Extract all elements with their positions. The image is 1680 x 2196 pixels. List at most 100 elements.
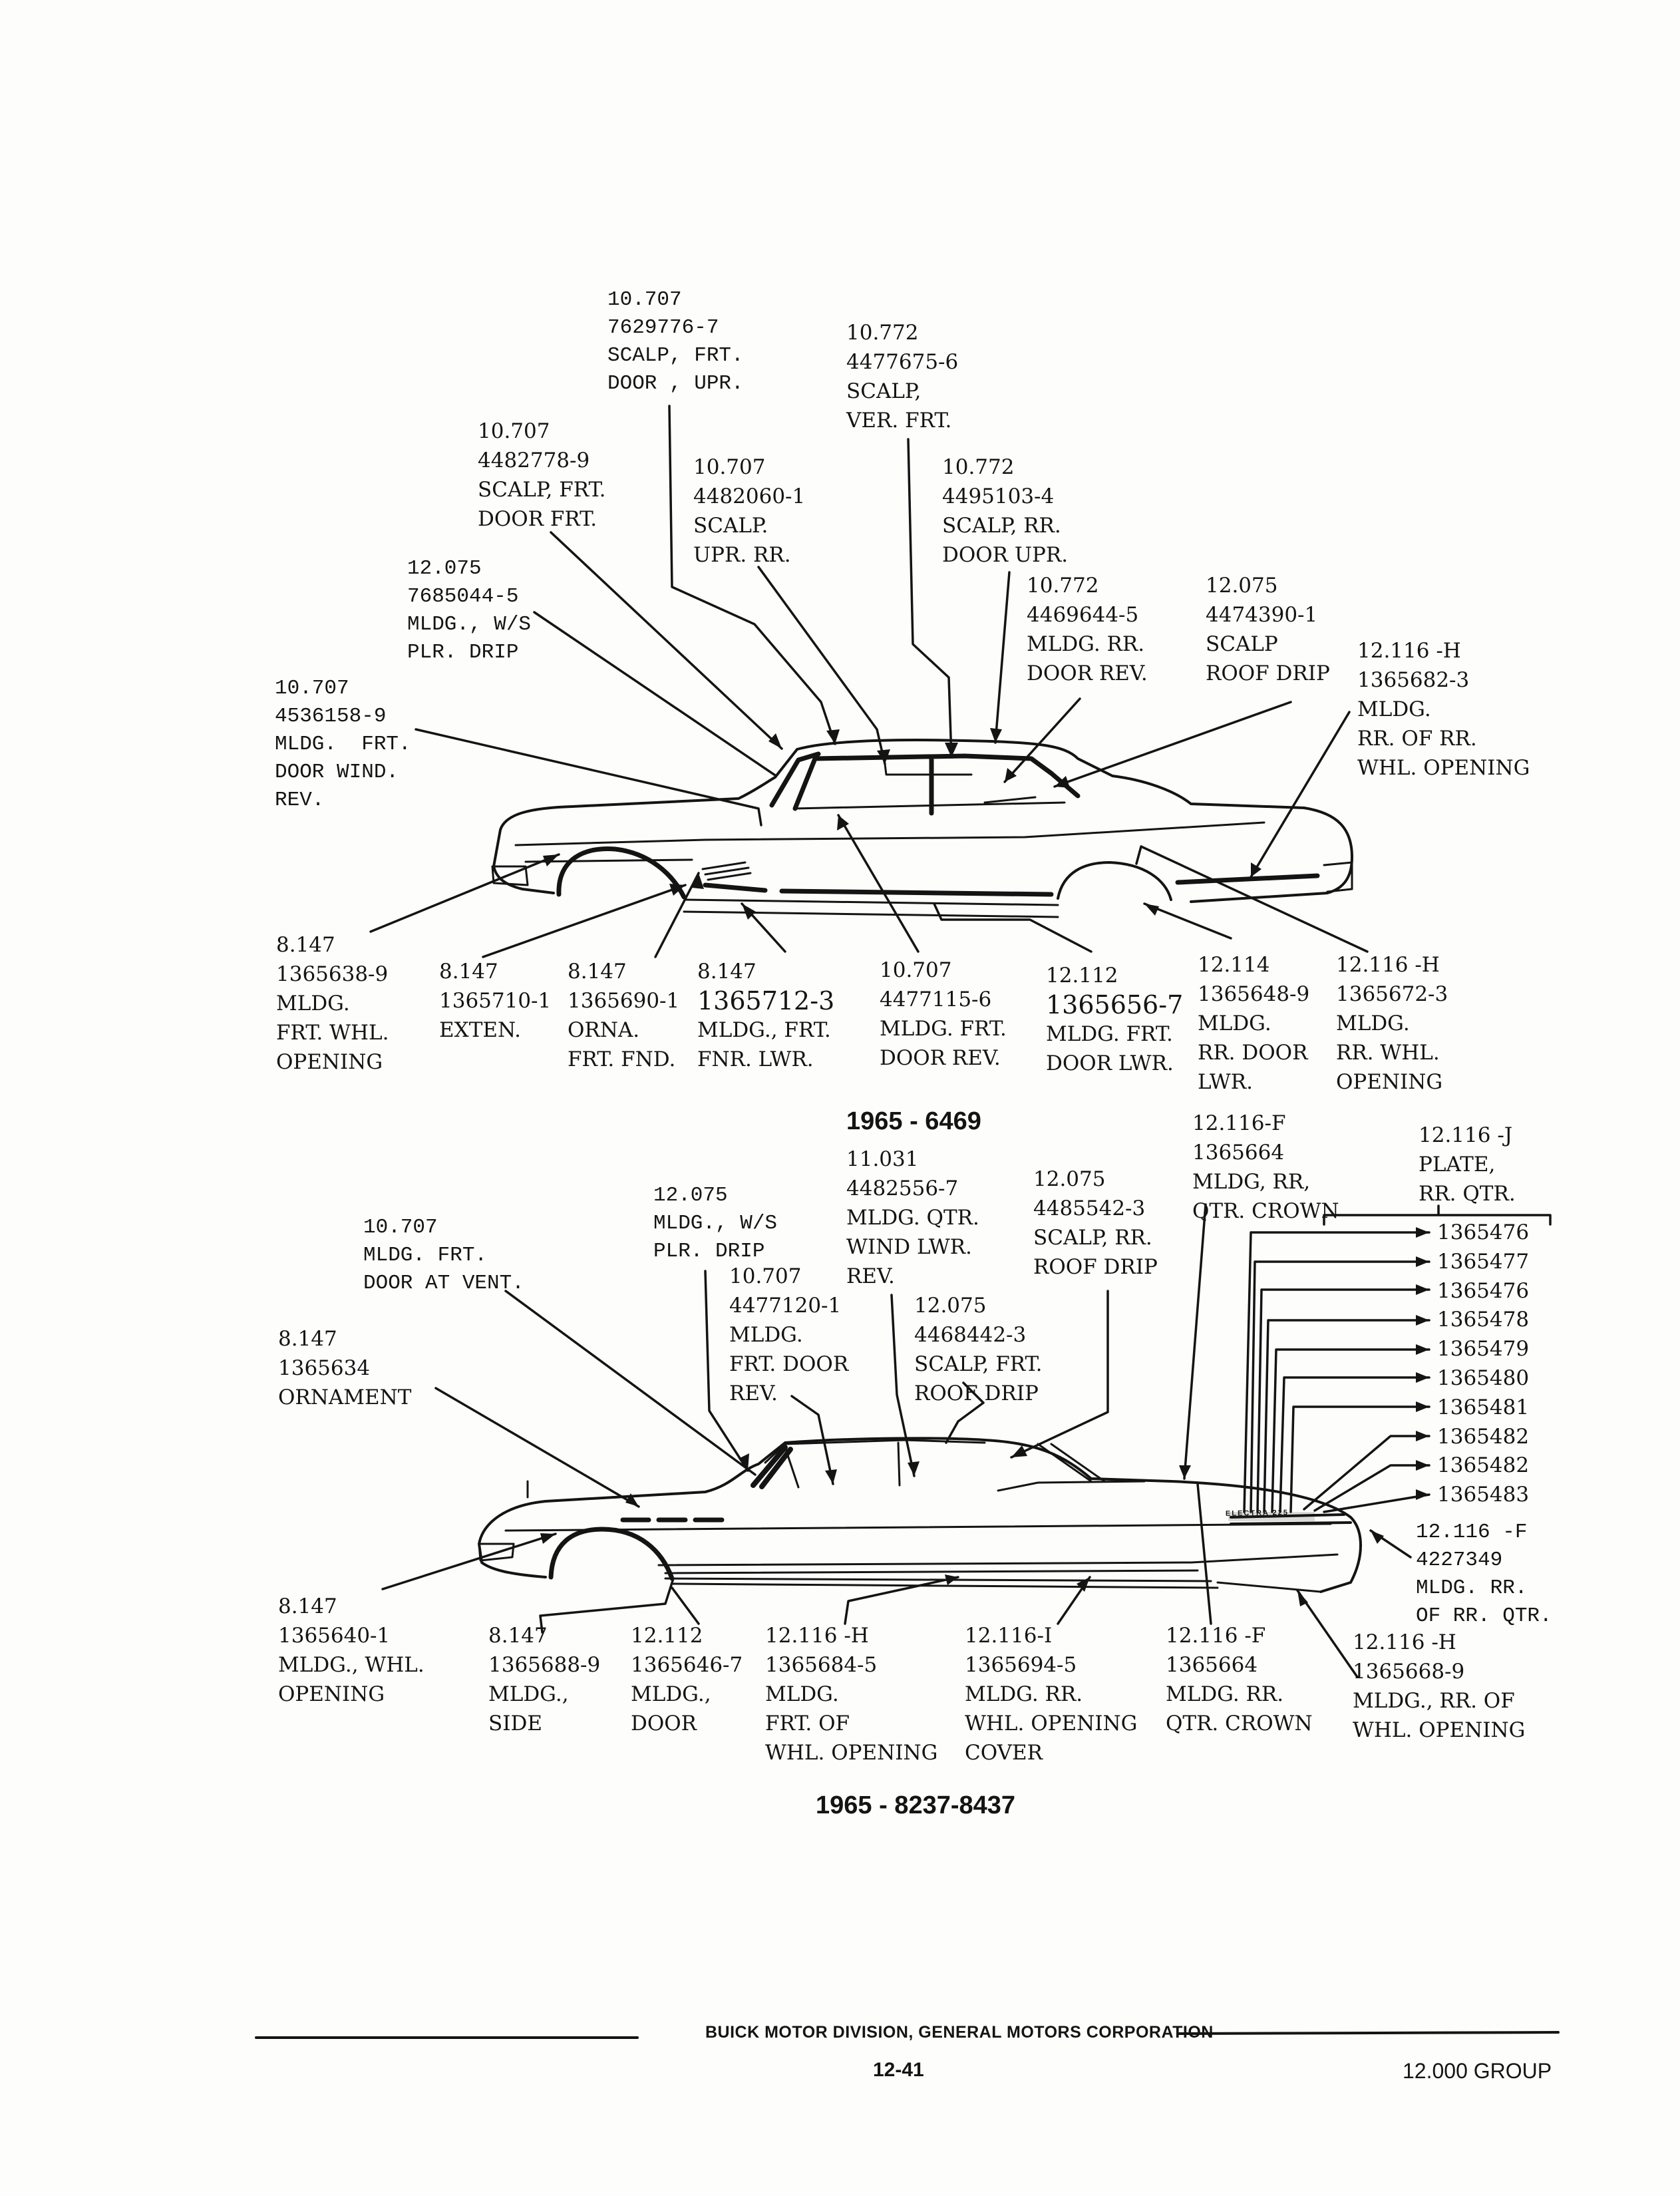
upper-rear-wheel-arch: [1057, 861, 1172, 901]
callout-line: 1365688-9: [488, 1653, 601, 1677]
callout-line: 8.147: [488, 1624, 548, 1648]
callout-line: 1365648-9: [1198, 982, 1310, 1006]
lower-arrow-heads: [540, 1227, 1429, 1606]
callout-line: 12.116 -H: [1353, 1630, 1456, 1654]
callout-line: MLDG. RR.: [1166, 1682, 1284, 1706]
callout-line: MLDG. FRT.: [1046, 1022, 1173, 1046]
callout-line: FRT. DOOR: [729, 1352, 849, 1376]
lower-car-drawing: [478, 1437, 1362, 1593]
callout-line: MLDG., W/S: [653, 1212, 778, 1235]
callout-line: 4482556-7: [846, 1177, 959, 1200]
callout-line: DOOR UPR.: [942, 543, 1069, 567]
callout-line: SCALP, RR.: [942, 514, 1061, 538]
callout-line: 12.075: [407, 557, 482, 580]
callout-line: REV.: [729, 1381, 778, 1405]
upper-rocker: [683, 898, 1059, 918]
callout-line: 12.075: [1033, 1167, 1106, 1191]
callout-line: WHL. OPENING: [1353, 1718, 1526, 1742]
callout-line: 4485542-3: [1033, 1196, 1146, 1220]
callout-line: MLDG., FRT.: [697, 1018, 831, 1042]
page-number: 12-41: [873, 2059, 924, 2081]
callout-line: 8.147: [276, 933, 335, 957]
callout-line: UPR. RR.: [693, 543, 791, 567]
callout-line: MLDG., RR. OF: [1353, 1689, 1515, 1713]
callout-line: 10.772: [1027, 574, 1099, 598]
callout-line: QTR. CROWN: [1192, 1199, 1339, 1223]
callout-line: 12.116 -J: [1419, 1123, 1513, 1147]
callout-line: PLR. DRIP: [653, 1240, 765, 1263]
upper-body-crease: [514, 821, 1265, 863]
callout-line: 1365646-7: [631, 1653, 743, 1677]
plate-part-number: 1365483: [1437, 1483, 1530, 1507]
callout-line: 7685044-5: [407, 585, 519, 608]
callout-line: 10.772: [846, 321, 919, 345]
callout-line: 10.707: [880, 958, 952, 982]
callout-line: MLDG.: [729, 1323, 803, 1347]
callout-line: WHL. OPENING: [1357, 756, 1530, 780]
callout-line: MLDG. RR.: [1416, 1576, 1528, 1600]
callout-line: 4495103-4: [942, 484, 1055, 508]
callout-line: FRT. OF: [765, 1712, 850, 1736]
callout-line: REV.: [275, 789, 325, 812]
callout-line: 10.707: [478, 419, 550, 443]
callout-line: 1365684-5: [765, 1653, 878, 1677]
callout-line: 8.147: [278, 1327, 337, 1351]
callout-line: 1365694-5: [965, 1653, 1077, 1677]
lower-leader-lines: [381, 1203, 1552, 1678]
callout-line: 12.116-F: [1192, 1111, 1286, 1135]
callout-line: 4536158-9: [275, 705, 387, 728]
callout-line: 1365682-3: [1357, 668, 1470, 692]
callout-line: RR. DOOR: [1198, 1041, 1308, 1065]
callout-line: 8.147: [568, 960, 627, 984]
callout-line: RR. QTR.: [1419, 1182, 1516, 1206]
plate-part-number: 1365476: [1437, 1278, 1530, 1303]
lower-roof: [764, 1439, 1106, 1489]
callout-line: 12.116-I: [965, 1624, 1053, 1648]
callout-line: 1365664: [1192, 1141, 1285, 1165]
callout-line: FRT. WHL.: [276, 1021, 389, 1045]
callout-line: 12.116 -F: [1416, 1521, 1528, 1544]
plate-part-number: 1365479: [1437, 1337, 1530, 1362]
callout-line: 4482060-1: [693, 484, 806, 508]
callout-line: PLR. DRIP: [407, 641, 519, 664]
electra-emblem: ELECTRA 225: [1225, 1509, 1289, 1518]
callout-line: 1365656-7: [1046, 990, 1184, 1019]
callout-line: 1365638-9: [276, 962, 389, 986]
callout-line: QTR. CROWN: [1166, 1712, 1313, 1736]
callout-line: MLDG. RR.: [965, 1682, 1083, 1706]
callout-line: 1365672-3: [1336, 982, 1448, 1006]
callout-line: EXTEN.: [439, 1018, 522, 1042]
upper-arrow-heads: [543, 728, 1261, 920]
callout-line: MLDG. FRT.: [363, 1244, 488, 1267]
lower-door-line: [997, 1480, 1146, 1492]
callout-line: 1365668-9: [1353, 1660, 1465, 1684]
callout-line: MLDG., W/S: [407, 613, 532, 636]
callout-line: 10.707: [729, 1264, 802, 1288]
callout-line: MLDG., WHL.: [278, 1653, 424, 1677]
upper-front-bumper: [491, 865, 529, 886]
callout-line: ROOF DRIP: [1033, 1255, 1158, 1279]
callout-line: MLDG.: [276, 992, 350, 1015]
callout-line: 12.116 -F: [1166, 1624, 1266, 1648]
callout-line: RR. OF RR.: [1357, 727, 1477, 751]
